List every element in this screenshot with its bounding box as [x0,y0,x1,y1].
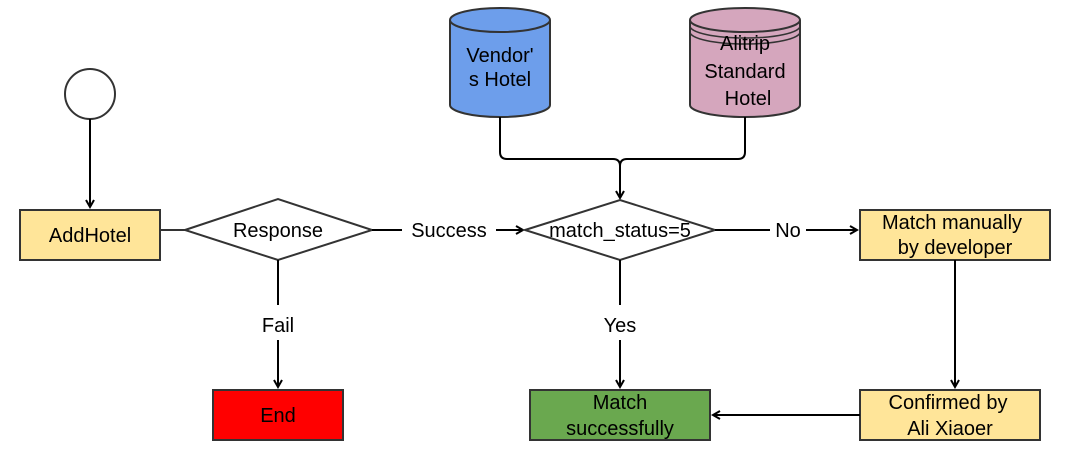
match-status-label: match_status=5 [549,220,691,242]
confirmed-by-node[interactable]: Confirmed by Ali Xiaoer [859,389,1041,441]
vendor-db-line-2: s Hotel [469,69,531,91]
edge-label-yes: Yes [604,315,637,337]
match-status-decision[interactable]: match_status=5 [521,198,719,262]
match-manually-line-2: by developer [898,237,1013,259]
end-label: End [260,405,296,427]
match-successfully-node[interactable]: Match successfully [529,389,711,441]
edge-label-fail: Fail [262,315,294,337]
end-node[interactable]: End [212,389,344,441]
alitrip-standard-hotel-database[interactable]: Alitrip Standard Hotel [689,7,801,118]
edge-label-no: No [775,220,801,242]
alitrip-db-line-1: Alitrip [720,33,770,55]
edge-label-success: Success [411,220,487,242]
start-node[interactable] [64,68,116,120]
vendor-db-line-1: Vendor' [466,45,533,67]
alitrip-db-line-2: Standard [704,61,785,83]
response-decision[interactable]: Response [181,197,376,262]
match-successfully-line-1: Match [593,392,647,414]
match-successfully-line-2: successfully [566,418,674,440]
edge-vendor-to-merge [499,117,621,167]
add-hotel-label: AddHotel [49,225,131,247]
match-manually-node[interactable]: Match manually by developer [859,209,1051,261]
response-label: Response [233,220,323,242]
confirmed-by-line-2: Ali Xiaoer [907,418,993,440]
alitrip-db-line-3: Hotel [725,88,772,110]
add-hotel-node[interactable]: AddHotel [19,209,161,261]
vendor-hotel-database[interactable]: Vendor' s Hotel [449,7,551,118]
confirmed-by-line-1: Confirmed by [889,392,1008,414]
match-manually-line-1: Match manually [882,212,1022,234]
edge-alitrip-to-merge [619,117,746,167]
